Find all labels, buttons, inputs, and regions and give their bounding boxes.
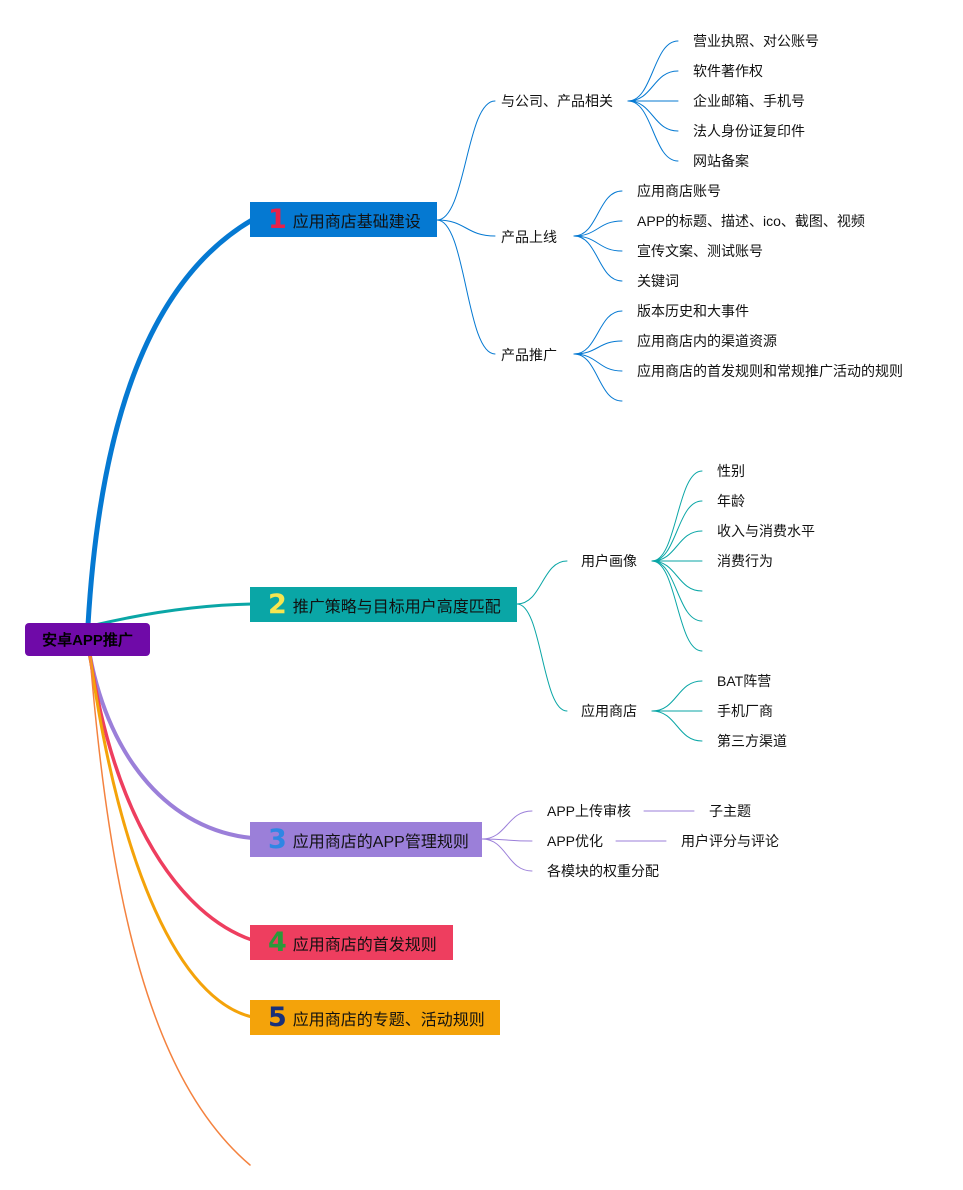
topic-version-history[interactable]: 版本历史和大事件 — [637, 303, 749, 319]
branch2-link-1 — [516, 603, 568, 712]
topic-store-account[interactable]: 应用商店账号 — [637, 183, 721, 199]
branch-2-number: 2 — [268, 589, 287, 620]
branch-2-node[interactable]: 2 推广策略与目标用户高度匹配 — [250, 587, 517, 622]
root-link-4 — [88, 654, 254, 942]
topic-product-promotion[interactable]: 产品推广 — [501, 347, 557, 363]
branch-2-label: 推广策略与目标用户高度匹配 — [292, 598, 501, 616]
branch1-link-2 — [436, 219, 496, 355]
branch1-link-0 — [436, 100, 496, 221]
store-link-2 — [651, 710, 703, 742]
branch-4-node[interactable]: 4 应用商店的首发规则 — [250, 925, 453, 960]
persona-link-6 — [651, 560, 703, 652]
store-link-0 — [651, 680, 703, 712]
topic-launch-rules[interactable]: 应用商店的首发规则和常规推广活动的规则 — [637, 363, 903, 379]
topic-company-product[interactable]: 与公司、产品相关 — [501, 93, 613, 109]
company-link-0 — [627, 40, 679, 102]
topic-software-copyright[interactable]: 软件著作权 — [693, 63, 763, 79]
launch-link-1 — [573, 220, 623, 237]
branch-5-number: 5 — [268, 1002, 287, 1033]
branch3-link-0 — [481, 810, 533, 840]
topic-app-optimization[interactable]: APP优化 — [547, 833, 604, 849]
company-link-4 — [627, 100, 679, 162]
promo-link-1 — [573, 340, 623, 355]
root-node[interactable]: 安卓APP推广 — [25, 623, 150, 656]
topic-third-party[interactable]: 第三方渠道 — [717, 733, 787, 749]
branch1-link-1 — [436, 219, 496, 237]
root-link-1 — [85, 217, 255, 628]
persona-link-0 — [651, 470, 703, 562]
root-link-6 — [89, 655, 251, 1166]
topic-business-license[interactable]: 营业执照、对公账号 — [693, 33, 819, 49]
branch-1-number: 1 — [268, 204, 287, 235]
topic-app-review[interactable]: APP上传审核 — [547, 803, 632, 819]
branch-5-node[interactable]: 5 应用商店的专题、活动规则 — [250, 1000, 500, 1035]
branch2-link-0 — [516, 560, 568, 605]
root-label: 安卓APP推广 — [42, 632, 133, 649]
persona-link-1 — [651, 500, 703, 562]
topic-bat-camp[interactable]: BAT阵营 — [717, 673, 772, 689]
promo-link-3 — [573, 353, 623, 402]
root-link-3 — [88, 654, 254, 840]
branch3-link-2 — [481, 838, 533, 872]
topic-user-persona[interactable]: 用户画像 — [581, 553, 637, 569]
branch-1-label: 应用商店基础建设 — [292, 213, 421, 231]
company-link-3 — [627, 100, 679, 132]
branch3-link-1 — [481, 838, 533, 842]
topic-subtopic[interactable]: 子主题 — [709, 803, 751, 819]
launch-link-3 — [573, 235, 623, 282]
promo-link-2 — [573, 353, 623, 372]
branch-5-label: 应用商店的专题、活动规则 — [292, 1011, 485, 1029]
topic-age[interactable]: 年龄 — [717, 493, 745, 509]
topic-keywords[interactable]: 关键词 — [637, 273, 679, 289]
topic-app-store[interactable]: 应用商店 — [581, 703, 637, 719]
persona-link-2 — [651, 530, 703, 562]
launch-link-2 — [573, 235, 623, 252]
topic-channel-resources[interactable]: 应用商店内的渠道资源 — [637, 333, 777, 349]
branch-3-label: 应用商店的APP管理规则 — [292, 833, 469, 851]
topic-product-launch[interactable]: 产品上线 — [501, 229, 557, 245]
persona-link-5 — [651, 560, 703, 622]
branch-3-number: 3 — [268, 824, 287, 855]
root-link-5 — [88, 654, 254, 1019]
promo-link-0 — [573, 310, 623, 355]
branch-1-node[interactable]: 1 应用商店基础建设 — [250, 202, 437, 237]
topic-ratings-reviews[interactable]: 用户评分与评论 — [681, 833, 779, 849]
topic-gender[interactable]: 性别 — [717, 463, 745, 479]
branch-4-label: 应用商店的首发规则 — [292, 936, 437, 954]
topic-module-weights[interactable]: 各模块的权重分配 — [547, 863, 659, 879]
topic-website-filing[interactable]: 网站备案 — [693, 153, 749, 169]
persona-link-4 — [651, 560, 703, 592]
topic-copy-test-account[interactable]: 宣传文案、测试账号 — [637, 243, 763, 259]
topic-income-level[interactable]: 收入与消费水平 — [717, 523, 815, 539]
topic-phone-makers[interactable]: 手机厂商 — [717, 703, 773, 719]
topic-email-phone[interactable]: 企业邮箱、手机号 — [693, 93, 805, 109]
launch-link-0 — [573, 190, 623, 237]
branch-4-number: 4 — [268, 927, 287, 958]
root-link-2 — [93, 602, 254, 627]
company-link-1 — [627, 70, 679, 102]
branch-3-node[interactable]: 3 应用商店的APP管理规则 — [250, 822, 482, 857]
topic-id-copy[interactable]: 法人身份证复印件 — [693, 123, 805, 139]
topic-consumer-behavior[interactable]: 消费行为 — [717, 553, 773, 569]
topic-app-metadata[interactable]: APP的标题、描述、ico、截图、视频 — [637, 213, 865, 229]
